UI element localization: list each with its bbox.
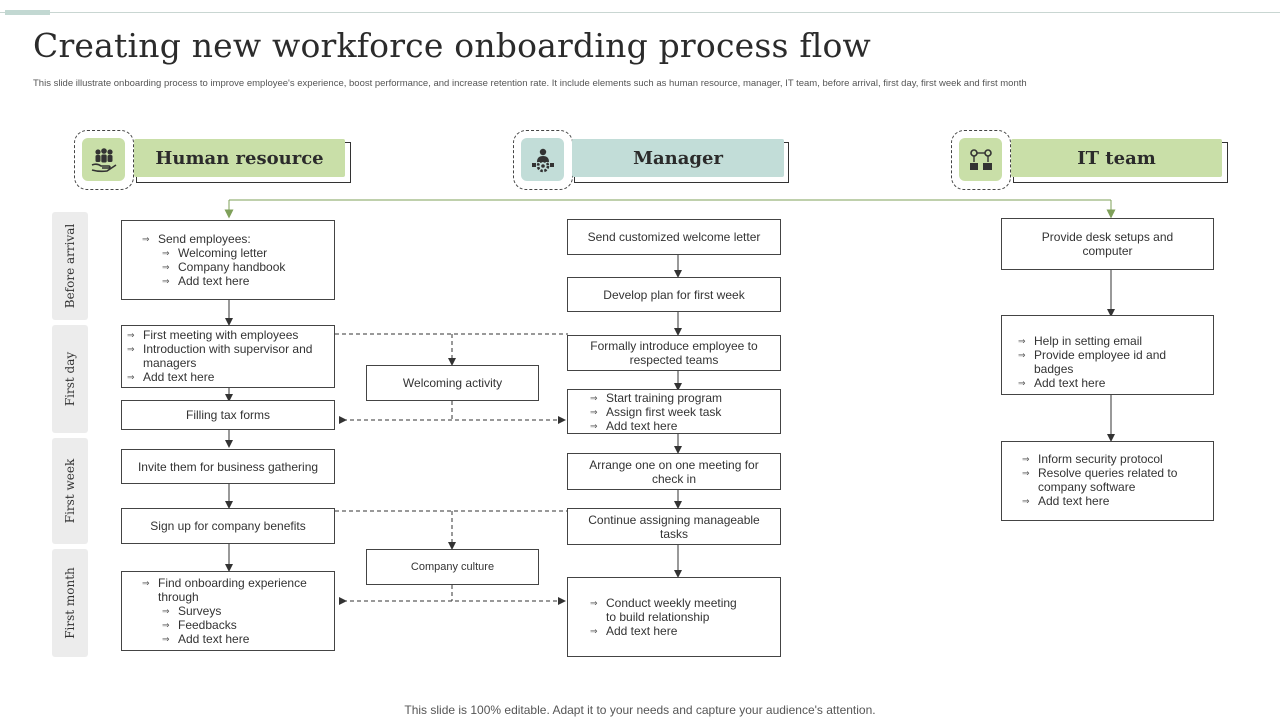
manager-header: Manager (572, 139, 784, 177)
top-accent (5, 10, 50, 15)
header-connector (224, 199, 1116, 219)
hr-business-gathering-box: Invite them for business gathering (121, 449, 335, 484)
manager-gear-icon (521, 138, 564, 181)
phase-label: First day (63, 351, 77, 407)
page-subtitle: This slide illustrate onboarding process… (33, 78, 1027, 89)
list-item: Conduct weekly meeting to build relation… (590, 596, 750, 624)
hr-send-employees-box: Send employees: Welcoming letter Company… (121, 220, 335, 300)
dashed-links-first-month (335, 510, 568, 605)
list-item: Add text here (590, 419, 772, 433)
list-item: Add text here (162, 274, 326, 288)
network-icon (959, 138, 1002, 181)
manager-weekly-meeting-box: Conduct weekly meeting to build relation… (567, 577, 781, 657)
hr-icon-frame (74, 130, 134, 190)
list-item: Find onboarding experience through (142, 576, 326, 604)
phase-label: First month (63, 567, 77, 639)
manager-one-on-one-box: Arrange one on one meeting for check in (567, 453, 781, 490)
list-item: Welcoming letter (162, 246, 326, 260)
it-email-badges-box: Help in setting email Provide employee i… (1001, 315, 1214, 395)
list-item: Help in setting email (1018, 334, 1205, 348)
list-item: Send employees: (142, 232, 326, 246)
phase-first-week: First week (52, 438, 88, 544)
manager-icon-frame (513, 130, 573, 190)
phase-before-arrival: Before arrival (52, 212, 88, 320)
list-item: Provide employee id and badges (1018, 348, 1205, 376)
list-item: Add text here (1022, 494, 1193, 508)
people-hand-icon (82, 138, 125, 181)
dashed-links-first-day (335, 333, 568, 424)
list-item: Add text here (1018, 376, 1205, 390)
list-item: Resolve queries related to company softw… (1022, 466, 1193, 494)
phase-label: Before arrival (63, 223, 77, 309)
list-item: Company handbook (162, 260, 326, 274)
phase-first-month: First month (52, 549, 88, 657)
manager-first-week-plan-box: Develop plan for first week (567, 277, 781, 312)
it-header: IT team (1011, 139, 1222, 177)
list-item: Surveys (162, 604, 326, 618)
list-item: Start training program (590, 391, 772, 405)
phase-label: First week (63, 458, 77, 524)
list-item: Inform security protocol (1022, 452, 1193, 466)
list-item: First meeting with employees (127, 328, 326, 342)
manager-introduce-employee-box: Formally introduce employee to respected… (567, 335, 781, 371)
page-title: Creating new workforce onboarding proces… (33, 26, 872, 65)
phase-first-day: First day (52, 325, 88, 433)
it-icon-frame (951, 130, 1011, 190)
hr-tax-forms-box: Filling tax forms (121, 400, 335, 430)
hr-onboarding-experience-box: Find onboarding experience through Surve… (121, 571, 335, 651)
list-item: Add text here (590, 624, 750, 638)
top-rule (0, 12, 1280, 13)
company-culture-box: Company culture (366, 549, 539, 585)
list-item: Add text here (127, 370, 326, 384)
welcoming-activity-box: Welcoming activity (366, 365, 539, 401)
it-desk-setup-box: Provide desk setups and computer (1001, 218, 1214, 270)
hr-first-meeting-box: First meeting with employees Introductio… (121, 325, 335, 388)
list-item: Add text here (162, 632, 326, 646)
list-item: Feedbacks (162, 618, 326, 632)
manager-training-box: Start training program Assign first week… (567, 389, 781, 434)
it-security-box: Inform security protocol Resolve queries… (1001, 441, 1214, 521)
footer-note: This slide is 100% editable. Adapt it to… (404, 703, 876, 717)
manager-manageable-tasks-box: Continue assigning manageable tasks (567, 508, 781, 545)
manager-welcome-letter-box: Send customized welcome letter (567, 219, 781, 255)
list-item: Assign first week task (590, 405, 772, 419)
hr-header: Human resource (134, 139, 345, 177)
hr-company-benefits-box: Sign up for company benefits (121, 508, 335, 544)
list-item: Introduction with supervisor and manager… (127, 342, 326, 370)
